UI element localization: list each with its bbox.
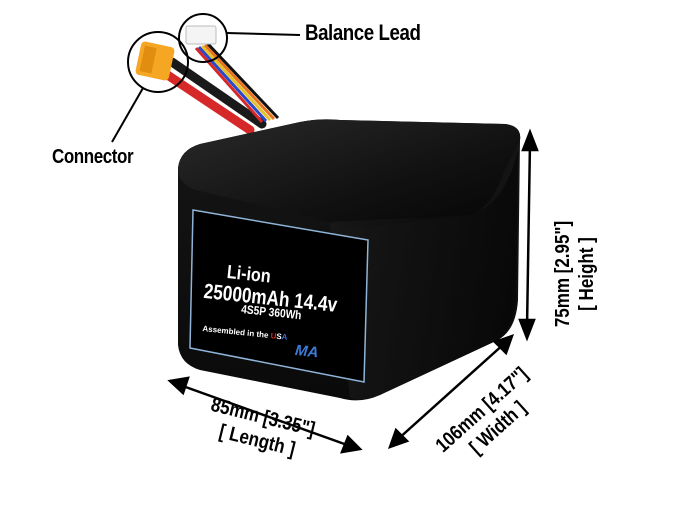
height-dimension: 75mm [2.95"] [ Height ] <box>551 202 599 347</box>
balance-callout-circle <box>178 13 228 63</box>
height-label: [ Height ] <box>576 237 598 311</box>
width-arrow <box>387 333 515 450</box>
length-arrow <box>167 376 363 454</box>
connector-callout: Connector <box>52 146 134 168</box>
connector-callout-line <box>111 87 144 143</box>
height-arrow <box>518 128 539 342</box>
battery-label-panel <box>189 209 369 383</box>
battery-pack <box>178 119 521 401</box>
xt-connector <box>135 41 175 81</box>
height-value: 75mm [2.95"] <box>552 220 574 328</box>
balance-lead-callout: Balance Lead <box>305 20 421 45</box>
balance-plug <box>185 25 217 45</box>
balance-callout-line <box>226 32 301 36</box>
connector-callout-circle <box>127 31 189 93</box>
usa-a: A <box>281 332 288 342</box>
brand-logo-icon: MA <box>294 342 320 362</box>
